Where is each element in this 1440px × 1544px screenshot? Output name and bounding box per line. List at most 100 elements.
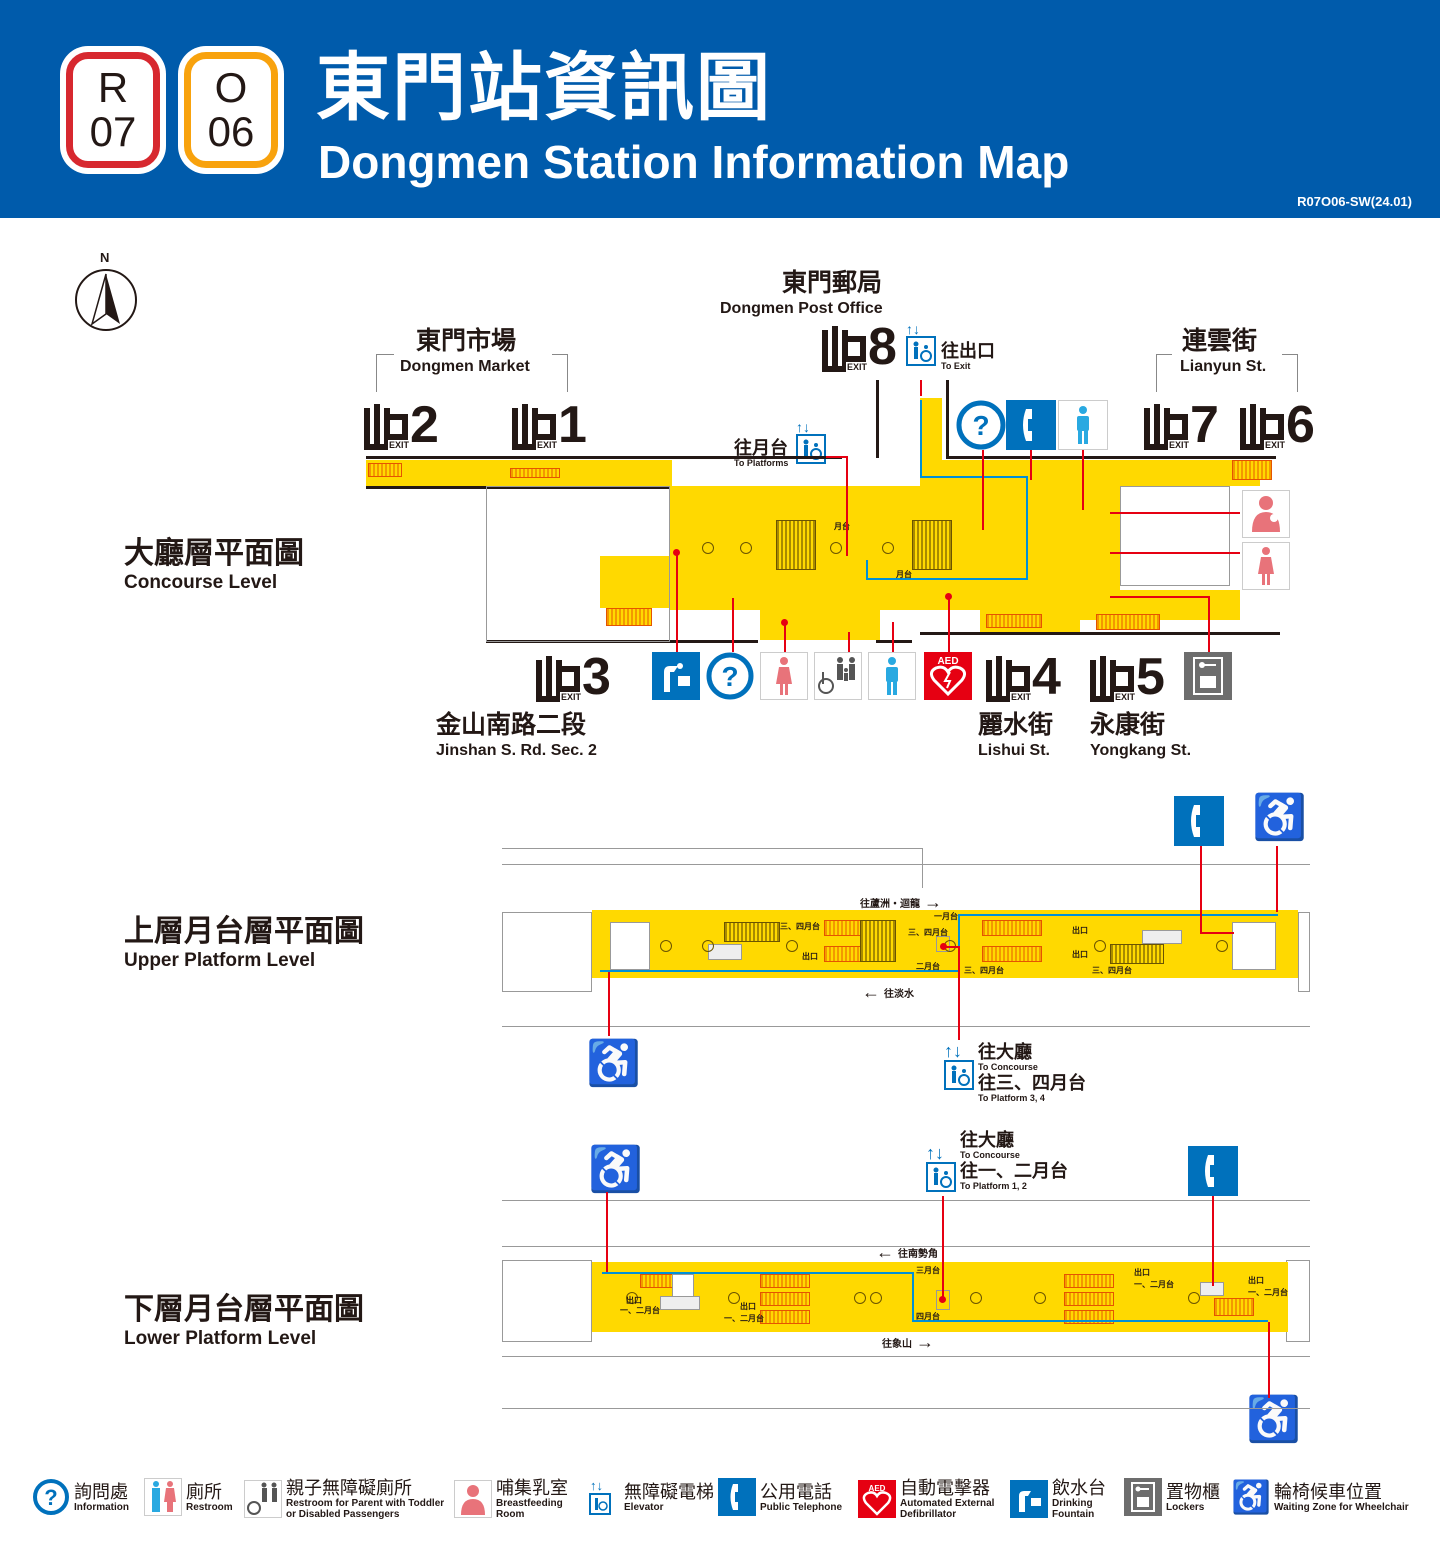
direction-luzhou: 往蘆洲・迴龍→ — [860, 892, 942, 912]
direction-xiangshan: 往象山→ — [882, 1332, 934, 1352]
aed-icon: AED — [858, 1480, 896, 1518]
svg-text:AED: AED — [869, 1484, 886, 1493]
exit-icon: EXIT — [822, 326, 869, 372]
compass-arrow-icon — [75, 269, 137, 331]
landmark-lianyun-en: Lianyun St. — [1180, 358, 1267, 375]
lockers-icon — [1124, 1478, 1162, 1516]
elevator-to-platforms-label: 往月台 To Platforms — [734, 438, 789, 468]
elevator-icon — [796, 434, 826, 464]
restroom-icon — [144, 1478, 182, 1516]
telephone-icon — [718, 1478, 756, 1516]
bracket — [1156, 354, 1298, 392]
north-compass: N — [74, 250, 138, 334]
landmark-post-office-zh: 東門郵局 — [782, 269, 883, 297]
aed-icon: AED — [924, 652, 972, 700]
elevator-icon — [944, 1060, 974, 1090]
direction-nanshijiao: ←往南勢角 — [876, 1242, 938, 1262]
telephone-icon — [1006, 400, 1056, 450]
landmark-yongkang-en: Yongkang St. — [1090, 742, 1192, 759]
platform-marker: 月台 — [896, 570, 912, 579]
svg-text:↑↓: ↑↓ — [590, 1478, 603, 1493]
header-banner: R 07 O 06 東門站資訊圖 Dongmen Station Informa… — [0, 0, 1440, 218]
line-badge-red: R 07 — [60, 46, 166, 174]
page-title-en: Dongmen Station Information Map — [318, 136, 1070, 188]
exit-1: EXIT 1 — [512, 398, 587, 451]
male-restroom-icon — [1058, 400, 1108, 450]
elevator-icon: ↑↓ — [582, 1478, 620, 1516]
upper-elevator-label: 往大廳 To Concourse 往三、四月台 To Platform 3, 4 — [978, 1042, 1086, 1103]
landmark-dongmen-market-zh: 東門市場 — [416, 327, 517, 355]
landmark-post-office-en: Dongmen Post Office — [720, 300, 883, 317]
breastfeeding-icon — [1242, 490, 1290, 538]
lower-elevator-label: 往大廳 To Concourse 往一、二月台 To Platform 1, 2 — [960, 1130, 1068, 1191]
bracket — [376, 354, 568, 392]
upper-elevator: ↑↓ — [944, 1042, 974, 1095]
exit-icon: EXIT — [1090, 656, 1137, 702]
arrow-left-icon: ← — [876, 1242, 894, 1262]
telephone-icon — [1174, 796, 1224, 846]
family-restroom-icon — [814, 652, 862, 700]
landmark-lianyun-zh: 連雲街 — [1182, 327, 1258, 355]
exit-4: EXIT 4 — [986, 650, 1061, 703]
exit-icon: EXIT — [986, 656, 1033, 702]
up-down-arrows-icon: ↑↓ — [906, 321, 920, 337]
male-restroom-icon — [868, 652, 916, 700]
wheelchair-icon: ♿ — [1252, 793, 1307, 842]
landmark-lishui-zh: 麗水街 — [978, 711, 1054, 739]
landmark-yongkang-zh: 永康街 — [1090, 711, 1166, 739]
arrow-left-icon: ← — [862, 982, 880, 1002]
svg-text:?: ? — [44, 1485, 57, 1510]
information-icon: ? — [956, 400, 1006, 450]
up-down-arrows-icon: ↑↓ — [944, 1041, 962, 1061]
wheelchair-icon: ♿ — [1231, 1479, 1271, 1515]
telephone-icon — [1188, 1146, 1238, 1196]
badge-number: 07 — [89, 108, 137, 155]
exit-icon: EXIT — [1144, 404, 1191, 450]
exit-7: EXIT 7 — [1144, 398, 1219, 451]
direction-tamsui: ←往淡水 — [862, 982, 914, 1002]
elevator-icon — [906, 336, 936, 366]
arrow-right-icon: → — [924, 892, 942, 912]
upper-platform-level-label: 上層月台層平面圖 Upper Platform Level — [124, 915, 364, 971]
landmark-lishui-en: Lishui St. — [978, 742, 1050, 759]
svg-text:?: ? — [972, 410, 989, 441]
concourse-level-label: 大廳層平面圖 Concourse Level — [124, 537, 304, 593]
exit-3: EXIT 3 — [536, 650, 611, 703]
svg-text:AED: AED — [937, 656, 958, 667]
family-restroom-icon — [244, 1480, 282, 1518]
elevator-to-exit-label: 往出口 To Exit — [941, 341, 995, 371]
lockers-icon — [1184, 652, 1232, 700]
information-icon: ? — [706, 652, 754, 700]
exit-icon: EXIT — [512, 404, 559, 450]
drinking-fountain-icon — [1010, 1480, 1048, 1518]
lower-elevator: ↑↓ — [926, 1130, 956, 1197]
badge-letter: O — [214, 64, 248, 111]
exit-6: EXIT 6 — [1240, 398, 1315, 451]
exit-icon: EXIT — [364, 404, 411, 450]
arrow-right-icon: → — [916, 1332, 934, 1352]
landmark-dongmen-market-en: Dongmen Market — [400, 358, 530, 375]
exit-icon: EXIT — [536, 656, 583, 702]
page-title-zh: 東門站資訊圖 — [316, 46, 772, 129]
elevator-to-platforms: ↑↓ — [796, 420, 826, 469]
exit-8: EXIT 8 — [822, 320, 897, 373]
elevator-to-exit: ↑↓ — [906, 322, 936, 371]
wheelchair-icon: ♿ — [1246, 1395, 1301, 1444]
platform-marker: 月台 — [834, 522, 850, 531]
female-restroom-icon — [760, 652, 808, 700]
badge-number: 06 — [207, 108, 255, 155]
up-down-arrows-icon: ↑↓ — [926, 1143, 944, 1163]
wheelchair-icon: ♿ — [588, 1145, 643, 1194]
svg-text:?: ? — [721, 661, 738, 692]
landmark-jinshan-zh: 金山南路二段 — [436, 711, 587, 739]
exit-icon: EXIT — [1240, 404, 1287, 450]
